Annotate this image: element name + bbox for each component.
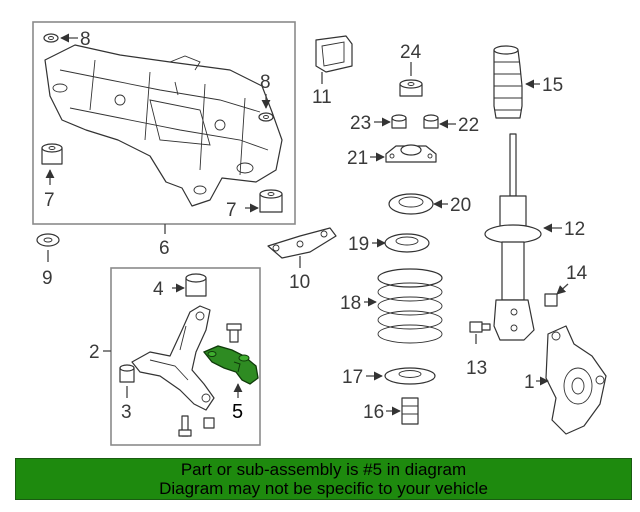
callout-5: 5 xyxy=(232,401,243,423)
callout-4: 4 xyxy=(153,279,164,300)
bushing-7-left[interactable] xyxy=(41,143,63,165)
callout-9: 9 xyxy=(42,268,53,289)
bushing-7-right[interactable] xyxy=(259,189,283,213)
bushing-23[interactable] xyxy=(391,114,407,129)
callout-20: 20 xyxy=(450,195,471,216)
subframe-group-box xyxy=(32,21,296,225)
callout-21: 21 xyxy=(347,148,368,169)
control-arm-group-box xyxy=(110,267,261,446)
strut-mount-21[interactable] xyxy=(385,144,437,163)
bump-stop-16[interactable] xyxy=(401,397,419,425)
callout-24: 24 xyxy=(400,42,422,63)
callout-18: 18 xyxy=(340,293,361,314)
callout-23: 23 xyxy=(350,113,371,134)
info-banner: Part or sub-assembly is #5 in diagram Di… xyxy=(15,458,632,500)
callout-22: 22 xyxy=(458,115,479,136)
bracket-10[interactable] xyxy=(267,227,337,259)
callout-8-upper: 8 xyxy=(80,29,91,50)
callout-15: 15 xyxy=(542,75,563,96)
callout-8-lower: 8 xyxy=(260,72,271,93)
bushing-4[interactable] xyxy=(185,273,207,297)
callout-10: 10 xyxy=(289,272,310,293)
callout-12: 12 xyxy=(564,219,585,240)
callout-17: 17 xyxy=(342,367,363,388)
insulator-17[interactable] xyxy=(384,367,436,385)
banner-line-1: Part or sub-assembly is #5 in diagram xyxy=(180,460,467,479)
callout-19: 19 xyxy=(348,234,369,255)
callout-11: 11 xyxy=(312,87,332,108)
arm-bolt[interactable] xyxy=(226,323,242,343)
spring-seat-19[interactable] xyxy=(384,233,430,253)
lower-control-arm[interactable] xyxy=(131,305,215,411)
callout-16: 16 xyxy=(363,402,384,423)
mount-bracket-11[interactable] xyxy=(315,35,353,73)
washer-9[interactable] xyxy=(36,233,60,247)
callout-14: 14 xyxy=(566,263,588,284)
steering-knuckle-1[interactable] xyxy=(545,325,607,435)
ball-joint-5[interactable] xyxy=(202,345,259,385)
callout-3: 3 xyxy=(121,402,132,423)
arm-fastener-lower[interactable] xyxy=(178,415,215,437)
strut-12[interactable] xyxy=(484,133,542,341)
bolt-13[interactable] xyxy=(469,321,491,333)
callout-2: 2 xyxy=(89,342,100,363)
banner-line-2: Diagram may not be specific to your vehi… xyxy=(159,479,488,498)
coil-spring-18[interactable] xyxy=(377,268,443,344)
nut-22[interactable] xyxy=(423,114,439,129)
washer-8-lower[interactable] xyxy=(258,112,274,122)
callout-7-right: 7 xyxy=(226,200,237,221)
callout-6: 6 xyxy=(159,238,170,259)
bearing-20[interactable] xyxy=(388,193,434,215)
washer-8-upper[interactable] xyxy=(43,33,59,43)
nut-14[interactable] xyxy=(544,293,558,307)
bushing-3[interactable] xyxy=(119,364,135,383)
subframe-part[interactable] xyxy=(44,44,283,207)
callout-13: 13 xyxy=(466,358,487,379)
dust-boot-15[interactable] xyxy=(493,45,523,119)
callout-7-left: 7 xyxy=(44,190,55,211)
nut-24[interactable] xyxy=(399,79,423,97)
callout-1: 1 xyxy=(524,372,535,393)
